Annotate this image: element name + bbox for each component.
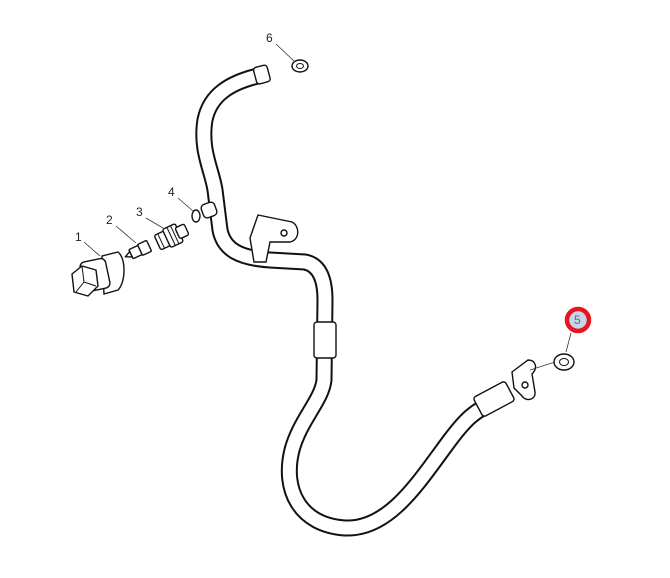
hose-coupler-lower	[473, 381, 515, 417]
part-1-plug[interactable]	[71, 251, 125, 297]
callout-2[interactable]: 2	[106, 213, 113, 227]
hose-coupler-middle	[313, 321, 337, 359]
callout-4[interactable]: 4	[168, 185, 175, 199]
part-6-o-ring[interactable]	[291, 59, 309, 73]
flange-fitting	[511, 359, 537, 401]
sleeve	[200, 201, 218, 219]
callout-6[interactable]: 6	[266, 31, 273, 45]
bracket-hole	[280, 229, 288, 237]
callout-5[interactable]: 5	[574, 313, 581, 327]
part-2-valve-insert[interactable]	[123, 239, 152, 262]
callout-1[interactable]: 1	[75, 230, 82, 244]
mounting-bracket	[249, 214, 299, 263]
hose-end-top	[252, 64, 271, 85]
flange-hole	[521, 381, 529, 389]
part-4-o-ring[interactable]	[191, 209, 201, 223]
part-3-valve-body[interactable]	[153, 220, 190, 252]
part-5-o-ring[interactable]	[553, 353, 575, 371]
callout-3[interactable]: 3	[136, 205, 143, 219]
callout-5-highlight[interactable]	[564, 306, 592, 334]
hose-assembly[interactable]	[195, 64, 537, 537]
